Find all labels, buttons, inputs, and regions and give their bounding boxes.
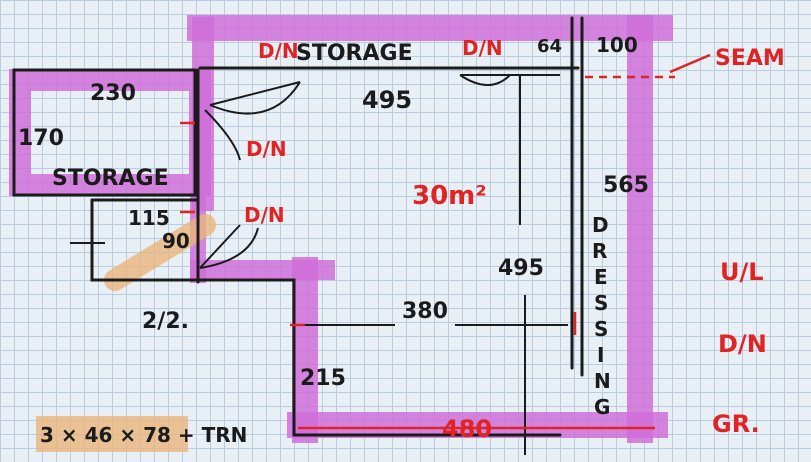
label-90: 90 <box>162 229 190 253</box>
dimension-lines <box>70 74 568 455</box>
label-storage-top: STORAGE <box>296 41 413 66</box>
highlight-storage-box <box>9 69 211 196</box>
red-labels: D/N D/N D/N D/N 30m² SEAM 480 U/L D/N GR… <box>244 36 785 443</box>
label-storage-left: STORAGE <box>52 166 169 191</box>
label-480: 480 <box>442 415 492 443</box>
dressing-letter: D <box>592 213 609 237</box>
dressing-letter: R <box>592 239 607 263</box>
door-swing-3 <box>204 109 241 161</box>
dressing-letter: E <box>594 265 608 289</box>
label-565: 565 <box>603 173 649 198</box>
tan-diagonal <box>104 214 216 291</box>
legend-gr: GR. <box>712 410 760 438</box>
label-door-top-left: D/N <box>258 39 299 63</box>
dressing-letter: G <box>594 395 610 419</box>
storage-box <box>12 68 197 197</box>
door-swing-4 <box>199 224 259 269</box>
red-ticks <box>180 121 577 335</box>
tan-note-box <box>36 416 188 452</box>
step-wall <box>196 278 296 437</box>
dressing-letter: I <box>597 343 604 367</box>
label-area: 30m² <box>412 181 487 211</box>
dressing-label: D R E S S I N G <box>592 213 611 419</box>
label-495-top: 495 <box>362 86 412 114</box>
door-swing-1 <box>209 81 301 115</box>
door-swing-2 <box>459 74 511 86</box>
label-380: 380 <box>402 299 448 324</box>
legend-dn: D/N <box>718 330 767 358</box>
label-64: 64 <box>537 36 562 57</box>
dressing-letter: N <box>594 369 611 393</box>
label-door-mid: D/N <box>246 137 287 161</box>
label-door-top-right: D/N <box>462 36 503 60</box>
dressing-letter: S <box>594 291 608 315</box>
door-swings <box>199 74 511 269</box>
label-100: 100 <box>596 33 638 57</box>
tan-highlight <box>36 214 216 452</box>
label-170: 170 <box>18 126 64 151</box>
seam-arrow <box>669 53 711 74</box>
dimension-labels: STORAGE STORAGE 64 100 495 230 170 565 1… <box>18 33 649 447</box>
legend-ul: U/L <box>720 258 764 286</box>
label-seam: SEAM <box>715 46 785 71</box>
label-230: 230 <box>90 81 136 106</box>
red-markers <box>180 53 711 430</box>
label-115: 115 <box>128 206 170 230</box>
dressing-letter: S <box>594 317 608 341</box>
label-495-mid: 495 <box>498 256 544 281</box>
label-door-lower: D/N <box>244 203 285 227</box>
label-215: 215 <box>300 366 346 391</box>
ink-walls <box>12 16 584 437</box>
label-note: 3 × 46 × 78 + TRN <box>40 423 247 447</box>
left-alcove <box>90 198 200 282</box>
label-2-2: 2/2. <box>142 309 189 334</box>
